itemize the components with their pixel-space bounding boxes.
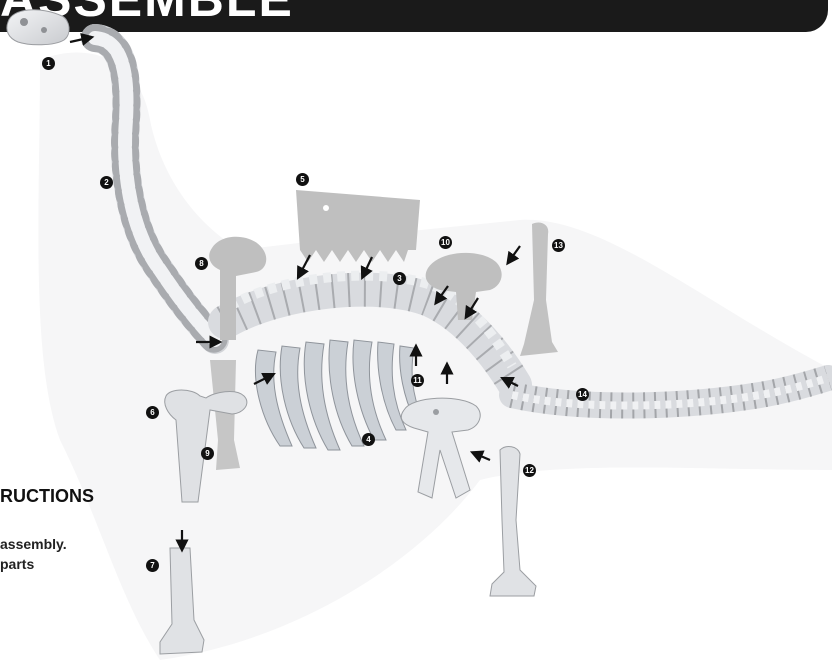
part-label-1: 1: [42, 57, 55, 70]
skull-part: [7, 10, 69, 45]
part-label-2: 2: [100, 176, 113, 189]
part-label-10: 10: [439, 236, 452, 249]
part-label-8: 8: [195, 257, 208, 270]
part-label-11: 11: [411, 374, 424, 387]
part-label-13: 13: [552, 239, 565, 252]
instructions-line-2: parts: [0, 556, 34, 572]
part-label-7: 7: [146, 559, 159, 572]
part-label-12: 12: [523, 464, 536, 477]
part-label-14: 14: [576, 388, 589, 401]
part-label-4: 4: [362, 433, 375, 446]
part-label-3: 3: [393, 272, 406, 285]
part-label-6: 6: [146, 406, 159, 419]
spine-plate-part: [296, 190, 420, 262]
part-label-9: 9: [201, 447, 214, 460]
part-label-5: 5: [296, 173, 309, 186]
instructions-line-1: assembly.: [0, 536, 67, 552]
instructions-heading: RUCTIONS: [0, 486, 94, 507]
